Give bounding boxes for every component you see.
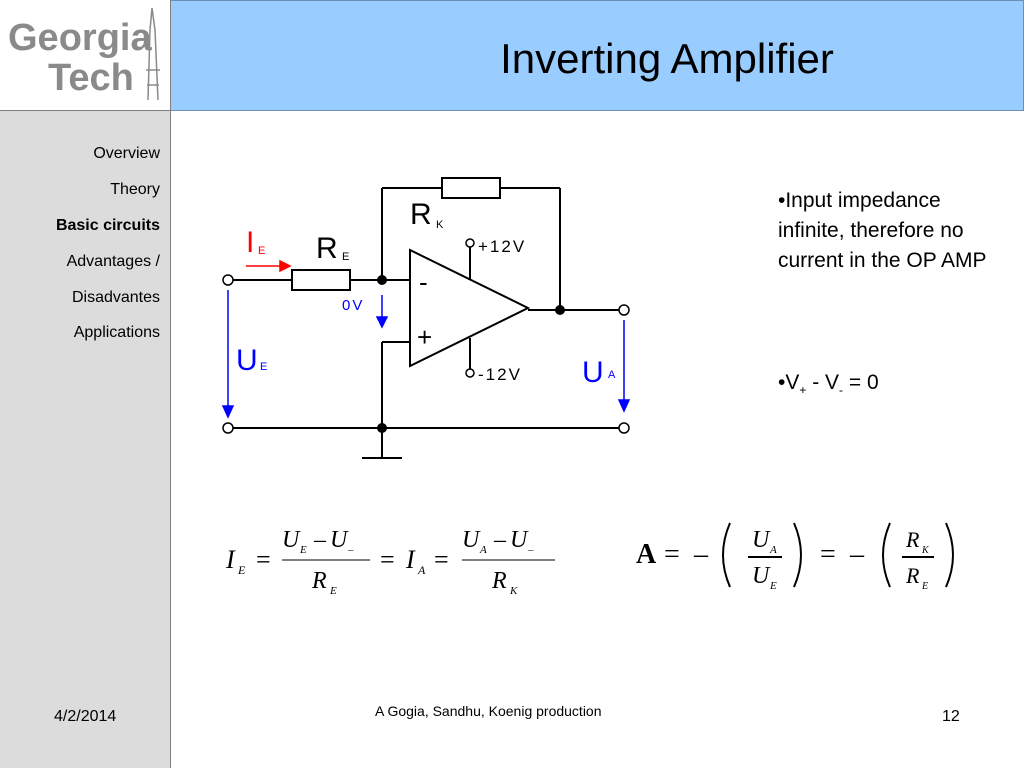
sidebar-item-theory[interactable]: Theory bbox=[110, 181, 160, 198]
b2-suffix: = 0 bbox=[843, 371, 879, 394]
tower-icon bbox=[146, 7, 160, 101]
b2-mid: - V bbox=[806, 371, 840, 394]
footer-credit: A Gogia, Sandhu, Koenig production bbox=[375, 703, 602, 719]
zero-v-label: 0V bbox=[342, 297, 364, 314]
eq1-num2-minus: – bbox=[493, 527, 507, 553]
rk-sub-label: K bbox=[436, 219, 444, 231]
circuit-wires bbox=[232, 177, 620, 459]
sidebar-item-overview[interactable]: Overview bbox=[93, 145, 160, 162]
eq1-I-sub: E bbox=[237, 563, 246, 577]
eq1-num-U: U bbox=[282, 527, 301, 553]
inverting-amplifier-circuit: - + +12V -12V R K R E I E 0V U E U A bbox=[221, 177, 631, 459]
eq1-num2-U2: U bbox=[510, 527, 529, 553]
eq1-num2-U2-sub: – bbox=[527, 544, 534, 556]
eq1-equals-3: = bbox=[434, 545, 449, 574]
eq1-num-U2: U bbox=[330, 527, 349, 553]
eq2-equals-1: = bbox=[664, 539, 680, 570]
eq2-equals-2: = bbox=[820, 539, 836, 570]
sidebar-item-disadvantes[interactable]: Disadvantes bbox=[71, 289, 160, 306]
re-label: R bbox=[316, 232, 338, 265]
vplus-label: +12V bbox=[478, 237, 526, 256]
eq1-I: I bbox=[225, 545, 236, 574]
logo-graphic: Georgia Tech bbox=[8, 7, 160, 101]
eq1-num2-U: U bbox=[462, 527, 481, 553]
page-title: Inverting Amplifier bbox=[500, 35, 834, 82]
sidebar-item-advantages[interactable]: Advantages / bbox=[66, 253, 160, 270]
zero-v-arrow-icon bbox=[375, 295, 389, 329]
re-sub-label: E bbox=[342, 251, 349, 263]
logo-line1: Georgia bbox=[8, 17, 152, 59]
vminus-label: -12V bbox=[478, 365, 522, 384]
current-arrow-icon bbox=[246, 259, 292, 273]
eq2-U-A: U bbox=[752, 527, 771, 553]
bullet-input-impedance: •Input impedance infinite, therefore no … bbox=[778, 189, 987, 272]
georgia-tech-logo: Georgia Tech bbox=[0, 0, 171, 111]
eq2-neg-1: – bbox=[693, 539, 709, 570]
eq2-R-E-sub: E bbox=[921, 581, 928, 592]
ie-sub-label: E bbox=[258, 245, 265, 257]
eq2-paren-open-1 bbox=[722, 522, 731, 588]
eq1-den-R: R bbox=[311, 568, 327, 594]
eq1-I2-sub: A bbox=[417, 563, 426, 577]
logo-line2: Tech bbox=[48, 57, 134, 99]
ua-label: U bbox=[582, 356, 604, 389]
eq2-paren-open-2 bbox=[882, 522, 891, 588]
eq1-num-U-sub: E bbox=[299, 544, 307, 556]
eq2-A: A bbox=[636, 539, 657, 570]
eq1-equals-1: = bbox=[256, 545, 271, 574]
eq1-num2-U-sub: A bbox=[479, 544, 487, 556]
eq1-num-minus: – bbox=[313, 527, 327, 553]
ue-arrow-icon bbox=[221, 290, 235, 419]
ua-arrow-icon bbox=[617, 320, 631, 413]
equation-gain: A = – U A U E = – R K R E bbox=[636, 522, 954, 592]
plus-input-label: + bbox=[417, 322, 432, 352]
eq2-U-A-sub: A bbox=[769, 544, 777, 556]
eq2-paren-close-2 bbox=[945, 522, 954, 588]
eq1-den2-R-sub: K bbox=[509, 585, 518, 597]
eq1-den-R-sub: E bbox=[329, 585, 337, 597]
eq1-I2: I bbox=[405, 545, 416, 574]
eq1-equals-2: = bbox=[380, 545, 395, 574]
b2-sub-minus: - bbox=[839, 383, 844, 398]
title-bar: Inverting Amplifier bbox=[171, 0, 1024, 111]
equation-current: I E = U E – U – R E = I A = U A – U – R … bbox=[225, 527, 555, 597]
ue-sub-label: E bbox=[260, 361, 267, 373]
sidebar-item-applications[interactable]: Applications bbox=[73, 324, 160, 341]
eq2-R-K-sub: K bbox=[921, 545, 930, 556]
eq2-neg-2: – bbox=[849, 539, 865, 570]
eq2-R-K: R bbox=[905, 527, 920, 552]
b2-sub-plus: + bbox=[799, 383, 807, 398]
junction-dots bbox=[377, 275, 565, 433]
minus-input-label: - bbox=[419, 267, 428, 297]
ue-label: U bbox=[236, 344, 258, 377]
eq1-num-U2-sub: – bbox=[347, 544, 354, 556]
eq2-paren-close-1 bbox=[793, 522, 802, 588]
ua-sub-label: A bbox=[608, 369, 616, 381]
eq2-R-E: R bbox=[905, 563, 920, 588]
eq2-U-E-sub: E bbox=[769, 580, 777, 592]
ie-label: I bbox=[246, 226, 254, 259]
page-number: 12 bbox=[942, 708, 960, 725]
sidebar-nav: Overview Theory Basic circuits Advantage… bbox=[0, 111, 171, 768]
rk-label: R bbox=[410, 198, 432, 231]
bullet-virtual-ground: •V+ - V- = 0 bbox=[778, 371, 879, 397]
terminals bbox=[222, 238, 630, 434]
footer-date: 4/2/2014 bbox=[54, 708, 117, 725]
eq2-U-E: U bbox=[752, 563, 771, 589]
eq1-den2-R: R bbox=[491, 568, 507, 594]
sidebar-item-basic-circuits[interactable]: Basic circuits bbox=[55, 217, 160, 234]
b2-prefix: •V bbox=[778, 371, 800, 394]
